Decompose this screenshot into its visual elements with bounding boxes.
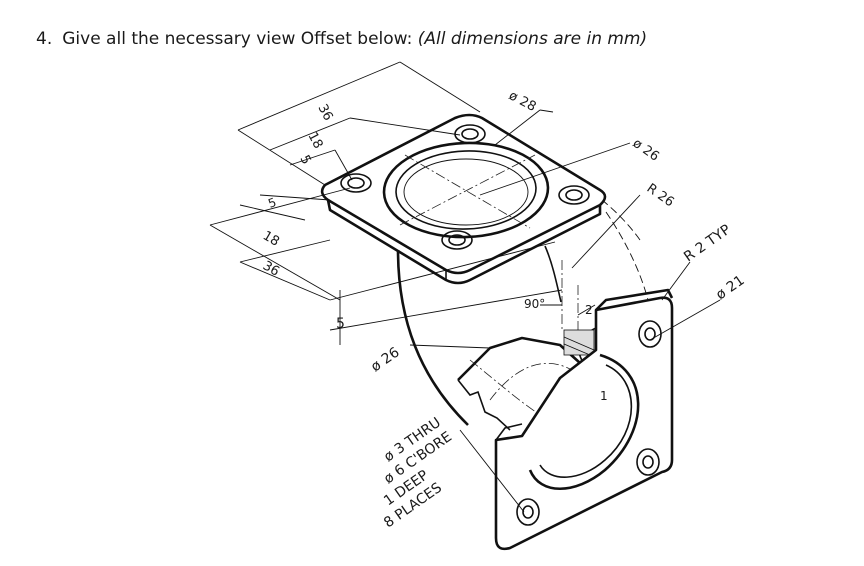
dim-36-left: 36 xyxy=(260,258,282,279)
dia-26-left: ø 26 xyxy=(368,344,403,375)
r-26: R 26 xyxy=(644,181,677,210)
r-2-typ: R 2 TYP xyxy=(681,222,734,266)
dia-21: ø 21 xyxy=(713,272,747,303)
question-number: 4. xyxy=(36,29,53,49)
dim-5-top: 5 xyxy=(296,153,313,167)
dia-26-top: ø 26 xyxy=(630,136,662,165)
question-text: 4. Give all the necessary view Offset bel… xyxy=(36,29,647,49)
dim-5-vertical: 5 xyxy=(336,316,345,332)
dim-1: 1 xyxy=(600,389,608,403)
top-flange-hole-2 xyxy=(340,173,372,193)
dim-2: 2 xyxy=(585,303,593,317)
bottom-flange xyxy=(494,288,674,551)
bottom-flange-hole-2 xyxy=(636,448,660,476)
dia-28: ø 28 xyxy=(506,88,538,115)
dim-5-left: 5 xyxy=(266,195,278,211)
top-flange xyxy=(320,113,607,285)
dim-36-top: 36 xyxy=(314,102,335,124)
top-flange-hole-4 xyxy=(441,230,473,250)
top-flange-hole-3 xyxy=(558,185,590,205)
question-note: (All dimensions are in mm) xyxy=(417,29,648,49)
dimension-lines xyxy=(209,61,721,513)
question-prompt: Give all the necessary view Offset below… xyxy=(62,29,413,49)
dim-18-top: 18 xyxy=(304,130,325,152)
angle-90: 90° xyxy=(524,297,545,311)
bottom-flange-hole-3 xyxy=(516,498,540,526)
dim-18-left: 18 xyxy=(260,228,282,249)
